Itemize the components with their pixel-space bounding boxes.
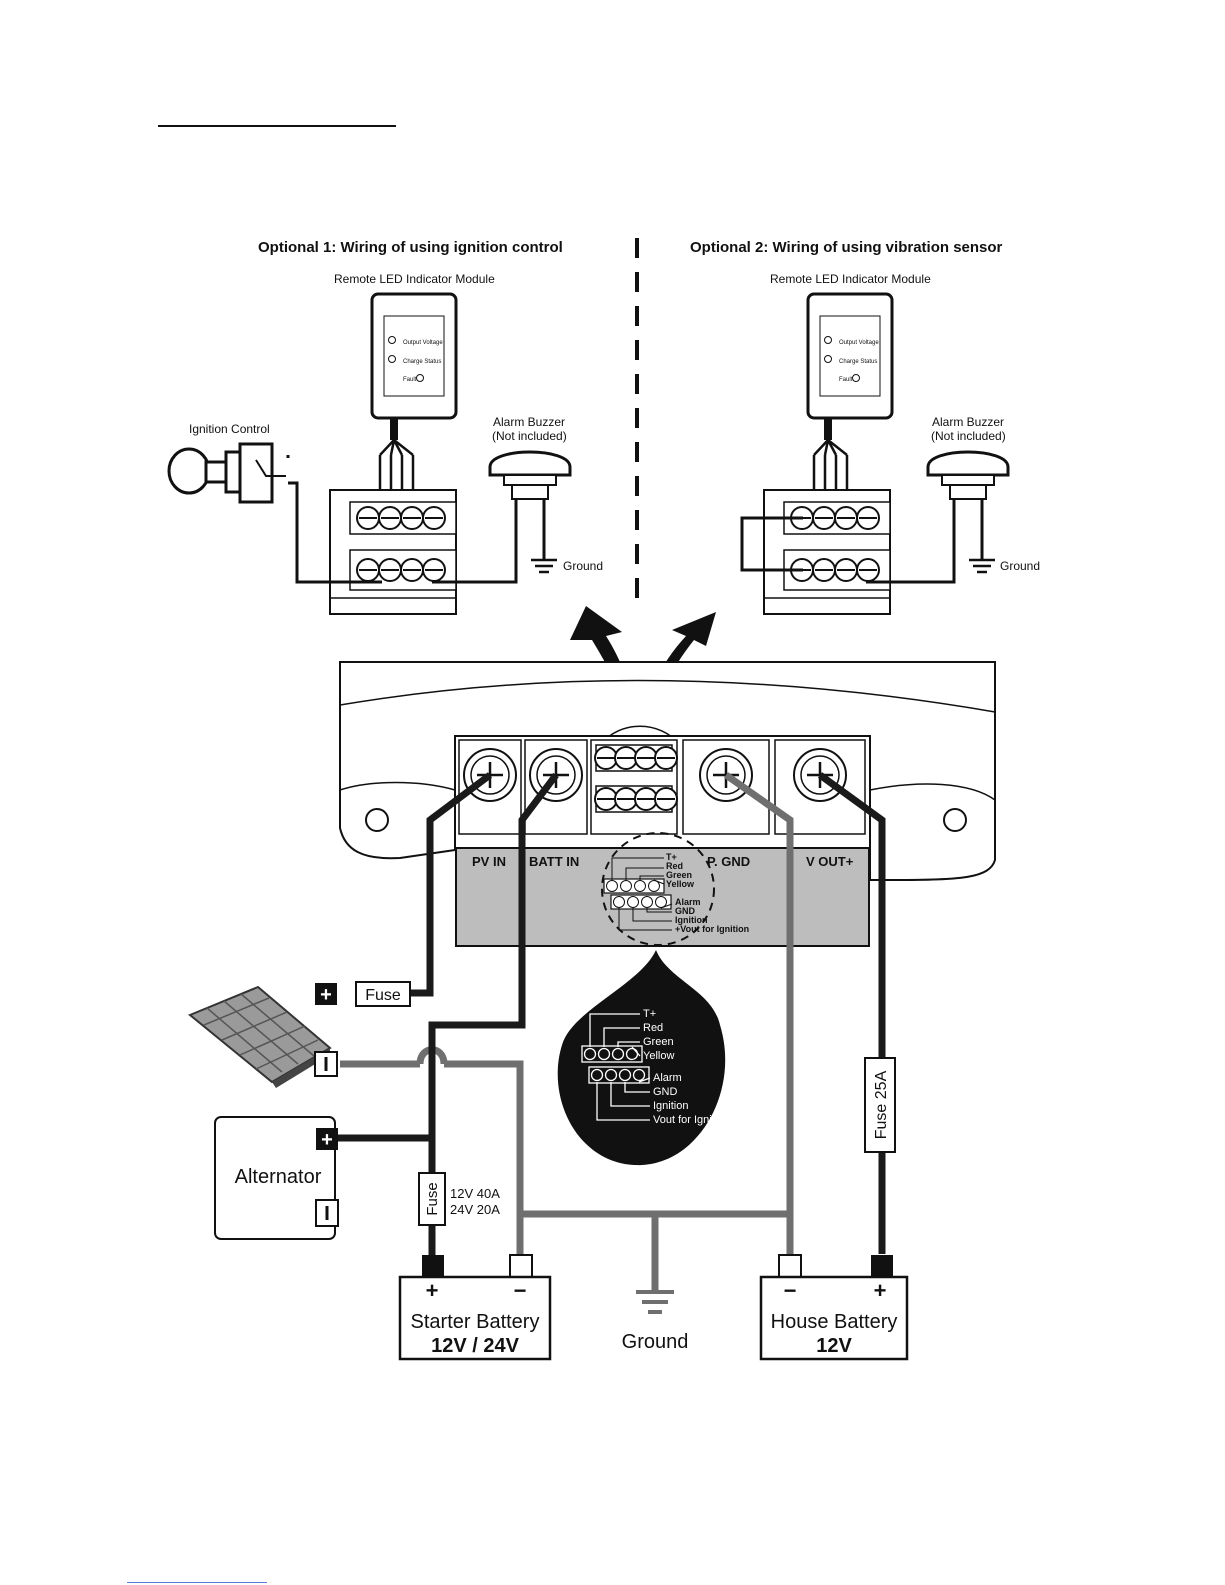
- main-ground-icon: [636, 1290, 674, 1314]
- starter-battery-voltage: 12V / 24V: [431, 1335, 520, 1357]
- terminal-label-p-gnd: P. GND: [707, 854, 750, 869]
- svg-text:T+: T+: [666, 852, 677, 862]
- led-fault-label: Fault: [839, 377, 853, 383]
- ignition-control-label: Ignition Control: [189, 422, 270, 436]
- optional2-buzzer-wires: [866, 499, 984, 584]
- house-fuse: [864, 1057, 896, 1153]
- optional2-led-module: Output Voltage Charge Status Fault: [806, 292, 894, 420]
- optional1-led-module: Output Voltage Charge Status Fault: [370, 292, 458, 420]
- optional2-module-label: Remote LED Indicator Module: [770, 272, 931, 286]
- terminal-label-pv-in: PV IN: [472, 854, 506, 869]
- optional1-title: Optional 1: Wiring of using ignition con…: [258, 239, 563, 256]
- pinout-small: T+ Red Green Yellow Alarm GND Ignition +…: [601, 832, 749, 946]
- svg-text:GND: GND: [675, 906, 696, 916]
- optional2-terminal-block: [764, 490, 890, 614]
- fuse-rating-12v: 12V 40A: [450, 1186, 500, 1201]
- optional1-ground-label: Ground: [563, 559, 603, 573]
- optional1-module-cable: [378, 418, 415, 500]
- svg-text:+: +: [874, 1278, 887, 1303]
- optional2-buzzer-label-1: Alarm Buzzer: [932, 415, 1004, 429]
- alternator: + Alternator: [214, 1116, 339, 1240]
- optional1-buzzer-label-2: (Not included): [492, 429, 567, 443]
- optional2-buzzer-label-2: (Not included): [931, 429, 1006, 443]
- ground-label: Ground: [622, 1331, 689, 1353]
- led-output-voltage-label: Output Voltage: [403, 340, 443, 346]
- optional1-terminal-block: [330, 490, 456, 614]
- svg-text:Red: Red: [643, 1022, 663, 1034]
- optional1-buzzer-label-1: Alarm Buzzer: [493, 415, 565, 429]
- svg-text:+: +: [426, 1278, 439, 1303]
- house-battery-voltage: 12V: [816, 1335, 852, 1357]
- svg-text:Ignition: Ignition: [675, 915, 708, 925]
- starter-fuse: [418, 1172, 446, 1226]
- svg-text:+Vout for Ignition: +Vout for Ignition: [675, 924, 749, 934]
- ignition-control-switch: [167, 442, 286, 504]
- starter-fuse-label: Fuse: [424, 1182, 441, 1215]
- optional2-title: Optional 2: Wiring of using vibration se…: [690, 239, 1003, 256]
- ignition-wire: [286, 455, 382, 584]
- section-heading-underline: [158, 125, 396, 127]
- terminal-label-batt-in: BATT IN: [529, 854, 579, 869]
- controller-terminal-strip: [454, 735, 871, 849]
- led-charge-status-label: Charge Status: [403, 359, 441, 365]
- starter-battery: + − Starter Battery 12V / 24V: [398, 1254, 552, 1361]
- svg-text:Red: Red: [666, 861, 683, 871]
- house-fuse-label: Fuse 25A: [873, 1070, 890, 1139]
- solar-positive-terminal: [315, 983, 337, 1005]
- solar-fuse-label: Fuse: [365, 987, 401, 1004]
- footer-link-underline: [127, 1582, 267, 1583]
- starter-battery-label: Starter Battery: [411, 1311, 540, 1333]
- svg-text:Yellow: Yellow: [643, 1050, 674, 1062]
- pinout-callout: T+ Red Green Yellow Alarm GND Ignition V…: [557, 950, 729, 1166]
- svg-text:Alarm: Alarm: [675, 897, 701, 907]
- led-charge-status-label: Charge Status: [839, 359, 877, 365]
- svg-text:Green: Green: [643, 1036, 674, 1048]
- house-battery-label: House Battery: [771, 1311, 898, 1333]
- svg-text:Green: Green: [666, 870, 692, 880]
- optional2-ground-label: Ground: [1000, 559, 1040, 573]
- optional2-module-cable: [812, 418, 849, 500]
- svg-text:GND: GND: [653, 1086, 678, 1098]
- svg-text:−: −: [784, 1278, 797, 1303]
- svg-text:Alarm: Alarm: [653, 1072, 682, 1084]
- led-output-voltage-label: Output Voltage: [839, 340, 879, 346]
- svg-text:+: +: [321, 1129, 333, 1151]
- alternator-label: Alternator: [235, 1166, 322, 1188]
- terminal-label-v-out: V OUT+: [806, 854, 854, 869]
- svg-text:Vout for Ignition: Vout for Ignition: [653, 1114, 729, 1126]
- svg-text:Yellow: Yellow: [666, 879, 695, 889]
- led-fault-label: Fault: [403, 377, 417, 383]
- vibration-sensor-jumper: [740, 516, 803, 572]
- svg-text:+: +: [320, 984, 332, 1006]
- svg-text:−: −: [514, 1278, 527, 1303]
- optional1-module-label: Remote LED Indicator Module: [334, 272, 495, 286]
- svg-text:Ignition: Ignition: [653, 1100, 688, 1112]
- solar-fuse: [355, 981, 411, 1007]
- fuse-rating-24v: 24V 20A: [450, 1202, 500, 1217]
- house-battery: − + House Battery 12V: [759, 1254, 909, 1361]
- svg-text:T+: T+: [643, 1008, 656, 1020]
- optional1-buzzer-wires: [432, 499, 546, 584]
